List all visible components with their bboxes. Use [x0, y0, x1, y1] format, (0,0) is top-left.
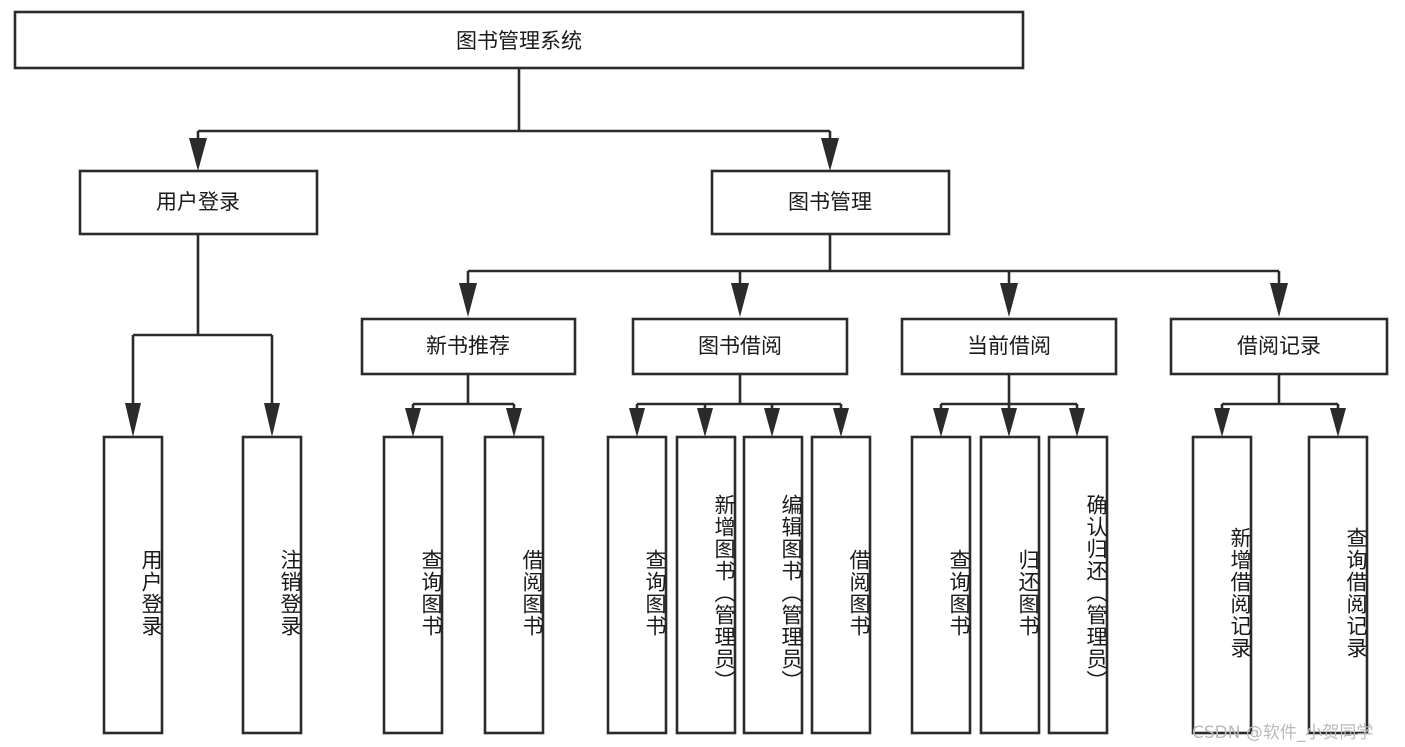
arrow-head-nb-leaf-1: [405, 408, 421, 437]
connector-group-user-login: [125, 234, 280, 437]
node-current-borrow-label: 当前借阅: [967, 334, 1051, 358]
node-user-login-label: 用户登录: [156, 190, 240, 214]
arrow-head-nb-leaf-2: [506, 408, 522, 437]
arrow-head-br-leaf-1: [1214, 408, 1230, 437]
arrow-head-bb-leaf-1: [629, 408, 645, 437]
connector-group-borrow-record: [1214, 374, 1346, 437]
leaf-rect-br-add-record[interactable]: [1191, 435, 1253, 735]
node-borrow-record-label: 借阅记录: [1237, 334, 1321, 358]
node-new-book-recommend-label: 新书推荐: [426, 334, 510, 358]
arrow-head-borrow-record: [1270, 283, 1288, 317]
node-book-manage-label: 图书管理: [788, 190, 872, 214]
leaf-rect-nb-borrow-book[interactable]: [483, 435, 545, 735]
node-user-login-rect[interactable]: [78, 169, 319, 236]
leaf-rect-user-login[interactable]: [102, 435, 164, 735]
node-root-label: 图书管理系统: [456, 29, 582, 53]
node-current-borrow[interactable]: 当前借阅: [900, 317, 1118, 376]
leaf-rect-cb-confirm-return[interactable]: [1047, 435, 1109, 735]
connector-group-new-book: [405, 374, 522, 437]
node-book-borrow[interactable]: 图书借阅: [631, 317, 849, 376]
leaf-rect-logout[interactable]: [241, 435, 303, 735]
node-book-borrow-rect[interactable]: [631, 317, 849, 376]
node-new-book-recommend-rect[interactable]: [360, 317, 577, 376]
node-new-book-recommend[interactable]: 新书推荐: [360, 317, 577, 376]
node-book-manage[interactable]: 图书管理: [710, 169, 951, 236]
arrow-head-bb-leaf-3: [764, 408, 780, 437]
arrow-head-bb-leaf-4: [833, 408, 849, 437]
connector-group-root: [189, 68, 839, 171]
leaf-rect-bb-add-book[interactable]: [675, 435, 737, 735]
leaf-rect-group: [102, 435, 1369, 735]
connector-group-book-borrow: [629, 374, 849, 437]
node-book-manage-rect[interactable]: [710, 169, 951, 236]
arrow-head-book-borrow: [731, 283, 749, 317]
csdn-watermark: CSDN @软件_小贺同学: [1192, 723, 1374, 743]
arrow-head-cb-leaf-1: [933, 408, 949, 437]
arrow-head-cb-leaf-2: [1001, 408, 1017, 437]
arrow-head-bb-leaf-2: [697, 408, 713, 437]
node-user-login[interactable]: 用户登录: [78, 169, 319, 236]
node-borrow-record-rect[interactable]: [1169, 317, 1389, 376]
leaf-rect-br-query-record[interactable]: [1307, 435, 1369, 735]
node-root-rect[interactable]: [13, 10, 1025, 70]
node-root[interactable]: 图书管理系统: [13, 10, 1025, 70]
arrow-head-cb-leaf-3: [1069, 408, 1085, 437]
leaf-rect-bb-borrow-book[interactable]: [810, 435, 872, 735]
leaf-rect-cb-query-book[interactable]: [910, 435, 972, 735]
node-current-borrow-rect[interactable]: [900, 317, 1118, 376]
node-borrow-record[interactable]: 借阅记录: [1169, 317, 1389, 376]
arrow-head-br-leaf-2: [1330, 408, 1346, 437]
arrow-head-new-book: [459, 283, 477, 317]
arrow-head-leaf-user-login: [125, 403, 141, 437]
arrow-head-book-manage: [821, 138, 839, 171]
leaf-rect-nb-query-book[interactable]: [382, 435, 444, 735]
arrow-head-leaf-logout: [264, 403, 280, 437]
connector-group-book-manage: [459, 234, 1288, 317]
node-book-borrow-label: 图书借阅: [698, 334, 782, 358]
arrow-head-user-login: [189, 138, 207, 171]
leaf-rect-bb-edit-book[interactable]: [742, 435, 804, 735]
arrow-head-current-borrow: [1000, 283, 1018, 317]
connector-group-current-borrow: [933, 374, 1085, 437]
leaf-rect-cb-return-book[interactable]: [979, 435, 1041, 735]
leaf-rect-bb-query-book[interactable]: [606, 435, 668, 735]
